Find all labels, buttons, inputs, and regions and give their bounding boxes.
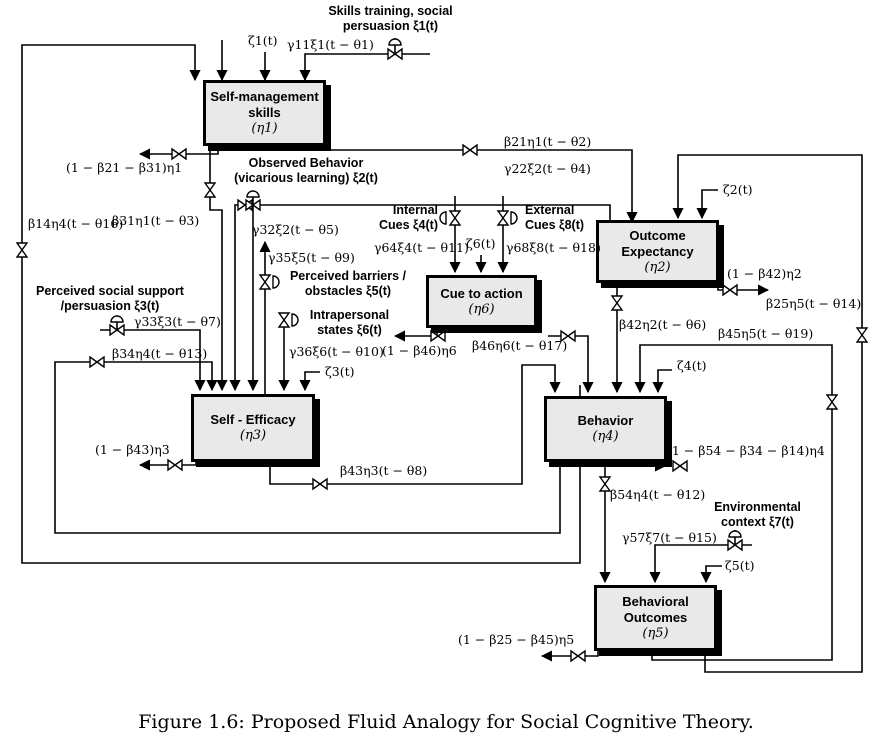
label-beta14: β14η4(t − θ16) — [28, 216, 124, 231]
label-gamma22: γ22ξ2(t − θ4) — [504, 161, 591, 176]
box-behavior: Behavior (η4) — [544, 396, 667, 462]
label-zeta6: ζ6(t) — [466, 236, 496, 251]
label-out3: (1 − β43)η3 — [95, 442, 170, 457]
label-gamma11: γ11ξ1(t − θ1) — [287, 37, 374, 52]
label-beta25: β25η5(t − θ14) — [766, 296, 862, 311]
label-gamma68: γ68ξ8(t − θ18) — [506, 240, 601, 255]
box-title: Self - Efficacy — [210, 412, 296, 427]
box-title: Cue to action — [440, 285, 523, 301]
label-beta54: β54η4(t − θ12) — [610, 487, 706, 502]
box-symbol: (η1) — [251, 121, 278, 136]
box-self-efficacy: Self - Efficacy (η3) — [191, 394, 315, 462]
box-symbol: (η4) — [592, 429, 619, 444]
box-title: Self-management skills — [210, 89, 319, 120]
label-zeta3: ζ3(t) — [325, 364, 355, 379]
input-external-cues: External Cues ξ8(t) — [525, 203, 585, 232]
box-cue-to-action: Cue to action (η6) — [426, 275, 537, 328]
label-zeta4: ζ4(t) — [677, 358, 707, 373]
label-gamma64: γ64ξ4(t − θ11) — [374, 240, 469, 255]
label-gamma57: γ57ξ7(t − θ15) — [622, 530, 717, 545]
box-title: Outcome Expectancy — [621, 227, 694, 259]
label-gamma36: γ36ξ6(t − θ10) — [289, 344, 384, 359]
box-symbol: (η2) — [644, 259, 671, 275]
label-zeta1: ζ1(t) — [248, 33, 278, 48]
box-symbol: (η5) — [642, 626, 669, 641]
label-zeta5: ζ5(t) — [725, 558, 755, 573]
input-observed-behavior: Observed Behavior (vicarious learning) ξ… — [234, 156, 378, 185]
label-gamma35: γ35ξ5(t − θ9) — [268, 250, 355, 265]
box-symbol: (η3) — [239, 428, 267, 443]
input-intrapersonal-states: Intrapersonal states ξ6(t) — [309, 308, 390, 337]
label-beta46: β46η6(t − θ17) — [472, 338, 568, 353]
input-perceived-barriers: Perceived barriers / obstacles ξ5(t) — [289, 269, 407, 298]
label-beta31: β31η1(t − θ3) — [112, 213, 200, 228]
box-behavioral-outcomes: Behavioral Outcomes (η5) — [594, 585, 717, 651]
label-out5: (1 − β25 − β45)η5 — [458, 632, 575, 647]
input-internal-cues: Internal Cues ξ4(t) — [378, 203, 438, 232]
label-beta42: β42η2(t − θ6) — [619, 317, 707, 332]
box-outcome-expectancy: Outcome Expectancy (η2) — [596, 220, 719, 283]
label-beta34: β34η4(t − θ13) — [112, 346, 208, 361]
label-out6: (1 − β46)η6 — [382, 343, 457, 358]
label-beta45: β45η5(t − θ19) — [718, 326, 814, 341]
label-gamma33: γ33ξ3(t − θ7) — [134, 314, 221, 329]
figure-caption: Figure 1.6: Proposed Fluid Analogy for S… — [138, 711, 754, 733]
label-out1: (1 − β21 − β31)η1 — [66, 160, 183, 175]
box-title: Behavioral Outcomes — [622, 594, 689, 625]
label-zeta2: ζ2(t) — [723, 182, 753, 197]
box-title: Behavior — [577, 413, 634, 428]
label-beta43: β43η3(t − θ8) — [340, 463, 428, 478]
input-perceived-support: Perceived social support /persuasion ξ3(… — [36, 284, 184, 313]
box-self-management-skills: Self-management skills (η1) — [203, 80, 326, 146]
input-skills-training: Skills training, social persuasion ξ1(t) — [328, 4, 453, 33]
label-beta21: β21η1(t − θ2) — [504, 134, 592, 149]
label-out2: (1 − β42)η2 — [727, 266, 802, 281]
input-environmental-context: Environmental context ξ7(t) — [714, 500, 801, 529]
label-out4: (1 − β54 − β34 − β14)η4 — [667, 443, 825, 458]
box-symbol: (η6) — [468, 301, 495, 317]
label-gamma32: γ32ξ2(t − θ5) — [252, 222, 339, 237]
